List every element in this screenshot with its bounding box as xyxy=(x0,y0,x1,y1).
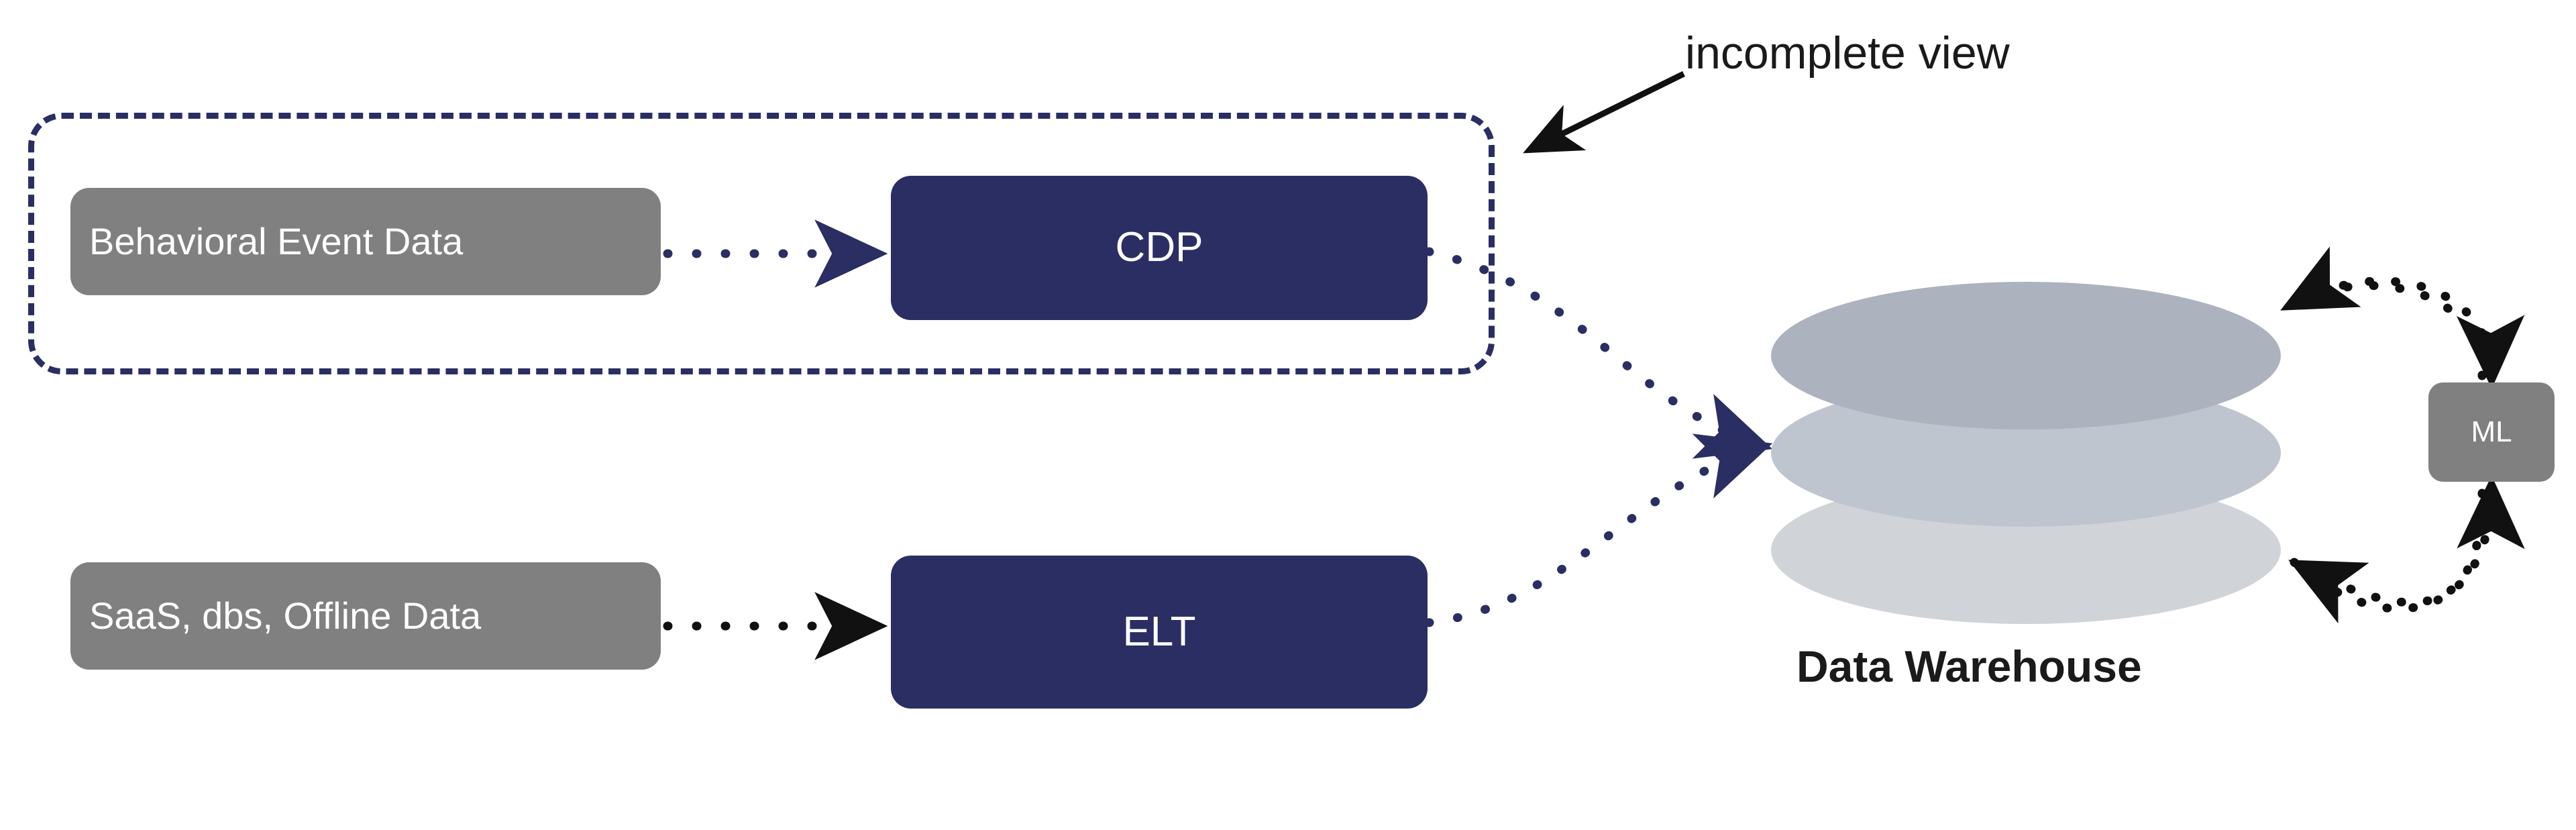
edge-ml-to-warehouse xyxy=(2280,246,2487,380)
edge-ml-loop-to-warehouse-bottom xyxy=(2288,488,2487,624)
node-cdp[interactable]: CDP xyxy=(891,176,1428,320)
callout-arrow-incomplete-view xyxy=(1523,70,1685,154)
node-behavioral-event-data-label: Behavioral Event Data xyxy=(89,220,464,263)
node-elt-label: ELT xyxy=(1122,608,1196,655)
node-elt[interactable]: ELT xyxy=(891,556,1428,709)
edge-warehouse-to-ml-bottom xyxy=(2290,475,2525,613)
warehouse-disc-top xyxy=(1771,282,2281,429)
node-saas-dbs-offline-data[interactable]: SaaS, dbs, Offline Data xyxy=(70,562,661,670)
node-ml-label: ML xyxy=(2471,415,2512,448)
data-warehouse-cylinder[interactable] xyxy=(1771,282,2281,624)
node-saas-dbs-offline-data-label: SaaS, dbs, Offline Data xyxy=(89,594,482,637)
edge-elt-to-warehouse xyxy=(1424,433,1773,627)
node-ml[interactable]: ML xyxy=(2428,382,2555,482)
data-warehouse-label: Data Warehouse xyxy=(1796,641,2142,691)
node-cdp-label: CDP xyxy=(1115,224,1203,271)
node-behavioral-event-data[interactable]: Behavioral Event Data xyxy=(70,188,661,295)
edge-cdp-to-warehouse xyxy=(1424,247,1773,459)
incomplete-view-group-boundary xyxy=(28,113,1495,374)
annotation-incomplete-view: incomplete view xyxy=(1685,28,2010,79)
